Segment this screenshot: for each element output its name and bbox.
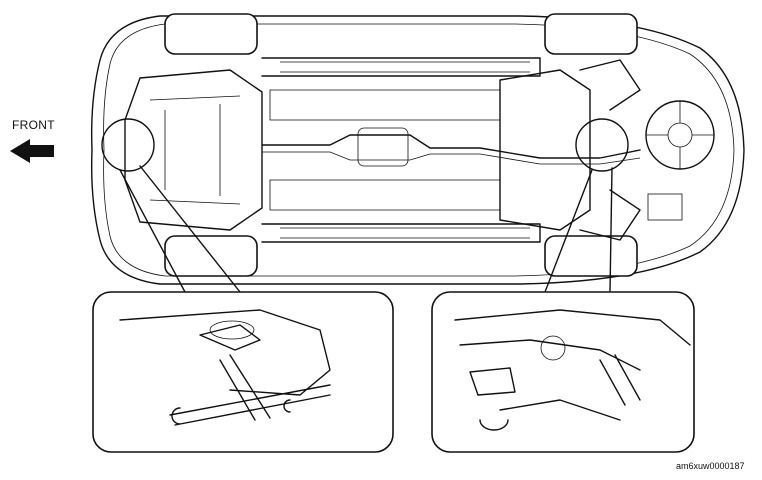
rear-callout-leader — [544, 167, 613, 293]
exhaust-pipe-lower — [262, 151, 641, 165]
right-frame-rail-detail — [280, 227, 530, 239]
rear-suspension-arm-upper — [579, 59, 641, 111]
fuel-tank — [499, 69, 591, 231]
rear-suspension-arm-lower — [579, 189, 641, 241]
front-detail-drawing — [119, 309, 331, 426]
front-direction-label: FRONT — [12, 118, 55, 132]
floor-pan-right — [269, 179, 501, 211]
front-jack-pad — [209, 320, 255, 340]
rear-component-box — [647, 193, 683, 221]
front-subframe — [124, 69, 263, 231]
rear-jack-point-detail-box — [431, 291, 695, 453]
left-frame-rail — [261, 57, 541, 77]
rear-left-tire — [544, 13, 638, 55]
front-crossmember — [149, 95, 241, 205]
rear-jack-point-circle — [575, 118, 629, 172]
catalytic-converter — [357, 127, 409, 167]
left-frame-rail-detail — [280, 61, 530, 73]
front-jack-point-circle — [101, 118, 155, 172]
spare-tire-hub — [667, 122, 693, 148]
rear-jack-pad — [540, 335, 566, 361]
arrow-left-icon — [10, 139, 54, 163]
spare-tire-spokes — [646, 101, 714, 169]
rear-right-tire — [544, 235, 638, 277]
front-left-tire — [164, 13, 258, 55]
front-callout-leader — [119, 165, 241, 293]
vehicle-body-outline — [90, 15, 745, 285]
image-code-label: am6xuw0000187 — [676, 461, 745, 471]
front-jack-point-detail-box — [92, 291, 394, 453]
floor-pan-left — [269, 89, 501, 121]
right-frame-rail — [261, 223, 541, 243]
exhaust-pipe — [261, 134, 641, 159]
